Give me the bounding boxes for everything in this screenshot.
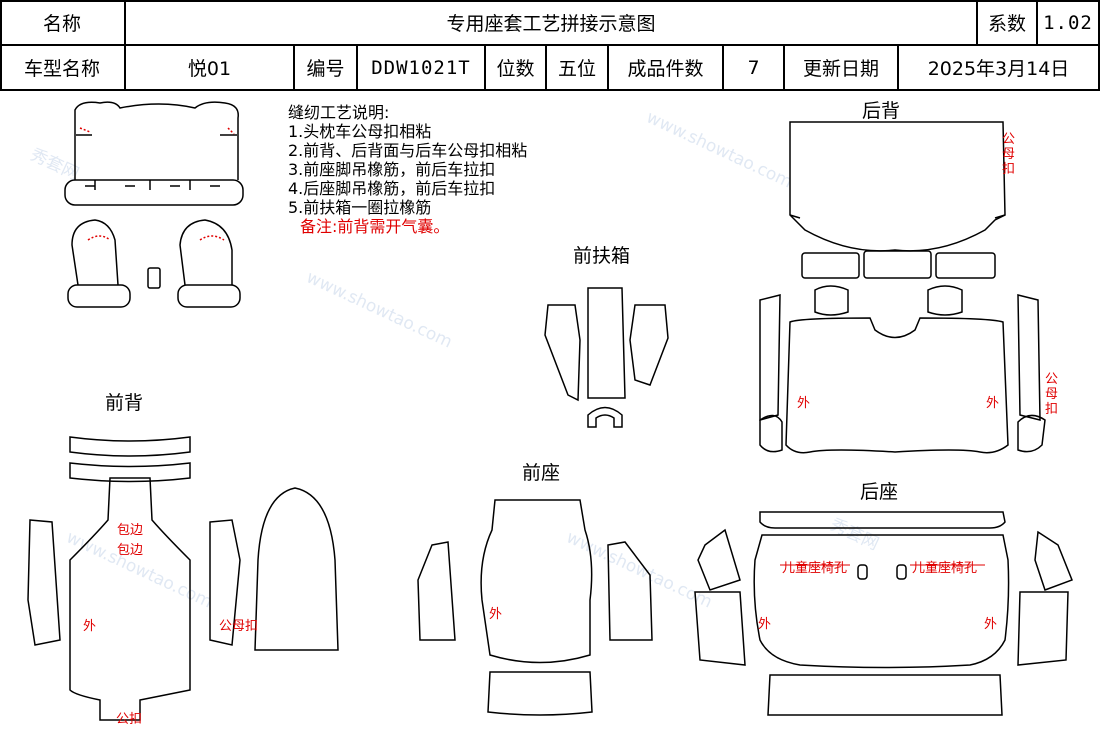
overview-front-seat-left — [67, 219, 131, 308]
coef-value: 1.02 — [1043, 11, 1093, 34]
section-title-front-seat: 前座 — [522, 462, 561, 484]
annotation-child-seat-hole: 儿童座椅孔 — [912, 561, 978, 576]
front-seat-panels — [417, 499, 653, 716]
sewing-notes: 缝纫工艺说明: 1.头枕车公母扣相粘 2.前背、后背面与后车公母扣相粘 3.前座… — [288, 103, 527, 236]
notes-title: 缝纫工艺说明: — [288, 103, 390, 122]
annotation-outer: 外 — [797, 396, 811, 411]
notes-item-4: 4.后座脚吊橡筋，前后车拉扣 — [288, 179, 496, 198]
annotation-outer: 外 — [758, 617, 772, 632]
overview-armrest — [147, 267, 161, 289]
code-value: DDW1021T — [371, 56, 471, 79]
notes-item-3: 3.前座脚吊橡筋，前后车拉扣 — [288, 160, 496, 179]
rear-seat-panels — [694, 511, 1073, 716]
annotation-outer: 外 — [984, 617, 998, 632]
model-label: 车型名称 — [23, 58, 100, 80]
seats-label: 位数 — [496, 58, 535, 80]
section-title-front-back: 前背 — [105, 392, 144, 414]
pieces-value: 7 — [747, 56, 760, 79]
annotation-snap-rear-back-side: 公母扣 — [1045, 372, 1059, 417]
date-value: 2025年3月14日 — [927, 58, 1070, 80]
rear-back-panels — [759, 121, 1046, 454]
section-title-front-armrest: 前扶箱 — [573, 245, 631, 267]
annotation-male-snap: 公扣 — [116, 712, 143, 727]
front-armrest-panels — [544, 287, 669, 428]
notes-item-5: 5.前扶箱一圈拉橡筋 — [288, 198, 432, 217]
section-title-rear-back: 后背 — [862, 100, 901, 122]
page-title: 专用座套工艺拼接示意图 — [446, 13, 656, 35]
coef-label: 系数 — [987, 13, 1026, 35]
notes-item-1: 1.头枕车公母扣相粘 — [288, 122, 432, 141]
front-back-panels — [27, 436, 339, 721]
annotation-snap-front-back: 公母扣 — [219, 619, 259, 634]
annotation-outer: 外 — [986, 396, 1000, 411]
seats-value: 五位 — [557, 58, 596, 80]
overview-rear-bench — [64, 101, 244, 206]
annotation-bind-edge: 包边 — [117, 523, 144, 538]
annotation-outer: 外 — [83, 619, 97, 634]
section-title-rear-seat: 后座 — [860, 481, 899, 503]
pieces-label: 成品件数 — [627, 58, 704, 80]
code-label: 编号 — [306, 58, 345, 80]
notes-item-2: 2.前背、后背面与后车公母扣相粘 — [288, 141, 528, 160]
notes-remark: 备注:前背需开气囊。 — [300, 217, 450, 236]
model-value: 悦01 — [187, 58, 232, 80]
annotation-outer: 外 — [489, 607, 503, 622]
overview-front-seat-right — [177, 219, 241, 308]
header-table: 名称 专用座套工艺拼接示意图 系数 1.02 车型名称 悦01 编号 DDW10… — [0, 0, 1100, 91]
annotation-child-seat-hole: 儿童座椅孔 — [782, 561, 848, 576]
date-label: 更新日期 — [802, 58, 879, 80]
name-label: 名称 — [42, 13, 81, 35]
annotation-snap-rear-back-top: 公母扣 — [1002, 132, 1016, 177]
annotation-bind-edge: 包边 — [117, 543, 144, 558]
